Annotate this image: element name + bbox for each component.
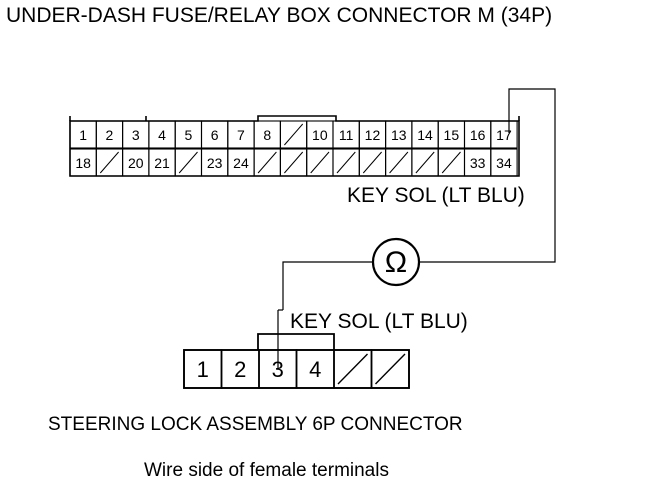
pin-label-34p: 24 xyxy=(233,155,249,171)
unused-pin-slash xyxy=(337,353,368,385)
pin-label-34p: 21 xyxy=(154,155,170,171)
unused-pin-slash xyxy=(389,151,409,174)
pin-label-34p: 34 xyxy=(496,155,512,171)
caption-wire-side: Wire side of female terminals xyxy=(144,460,389,481)
pin-label-34p: 3 xyxy=(132,127,140,143)
probe-wires xyxy=(277,88,556,368)
pin-label-34p: 13 xyxy=(391,127,407,143)
unused-pin-slash xyxy=(284,123,304,146)
pin-cell-34p xyxy=(490,148,518,177)
pin-label-34p: 6 xyxy=(211,127,219,143)
unused-pin-slash xyxy=(362,151,382,174)
pin-label-34p: 14 xyxy=(417,127,433,143)
pin-label-34p: 12 xyxy=(365,127,381,143)
unused-pin-slash xyxy=(99,151,119,174)
unused-pin-slash xyxy=(415,151,435,174)
pin-label-34p: 1 xyxy=(79,127,87,143)
connector-34p-keys xyxy=(69,116,520,121)
ohmmeter: Ω xyxy=(371,237,421,287)
pin-label-34p: 17 xyxy=(496,127,512,143)
pin-cell-34p xyxy=(490,120,518,149)
pin-cell-6p xyxy=(370,349,410,389)
probe-wire-pin3 xyxy=(277,261,372,368)
pin-label-34p: 7 xyxy=(237,127,245,143)
pin-label-34p: 33 xyxy=(470,155,486,171)
unused-pin-slash xyxy=(257,151,277,174)
pin-label-34p: 8 xyxy=(263,127,271,143)
pin-label-34p: 5 xyxy=(184,127,192,143)
pin-label-34p: 20 xyxy=(128,155,144,171)
connector-6p-wire-label: KEY SOL (LT BLU) xyxy=(290,310,468,333)
unused-pin-slash xyxy=(310,151,330,174)
pin-label-34p: 15 xyxy=(444,127,460,143)
unused-pin-slash xyxy=(441,151,461,174)
pin-label-34p: 10 xyxy=(312,127,328,143)
pin-label-34p: 18 xyxy=(75,155,91,171)
pin-label-34p: 23 xyxy=(207,155,223,171)
ohm-icon: Ω xyxy=(385,246,407,279)
unused-pin-slash xyxy=(284,151,304,174)
pin-label-34p: 4 xyxy=(158,127,166,143)
ohmmeter-circle xyxy=(371,237,421,287)
pin-label-6p: 4 xyxy=(309,357,321,382)
caption-steering-lock: STEERING LOCK ASSEMBLY 6P CONNECTOR xyxy=(48,414,463,435)
connector-6p-lock-tab xyxy=(257,333,335,350)
unused-pin-slash xyxy=(336,151,356,174)
connector-34p-wire-label: KEY SOL (LT BLU) xyxy=(347,184,525,207)
unused-pin-slash xyxy=(375,353,406,385)
pin-label-6p: 1 xyxy=(197,357,209,382)
pin-label-34p: 2 xyxy=(106,127,114,143)
unused-pin-slash xyxy=(178,151,198,174)
pin-label-6p: 3 xyxy=(272,357,284,382)
probe-wire-pin17 xyxy=(419,88,556,263)
pin-label-34p: 11 xyxy=(339,127,354,143)
pin-label-6p: 2 xyxy=(234,357,246,382)
diagram-title: UNDER-DASH FUSE/RELAY BOX CONNECTOR M (3… xyxy=(6,4,552,27)
pin-label-34p: 16 xyxy=(470,127,486,143)
